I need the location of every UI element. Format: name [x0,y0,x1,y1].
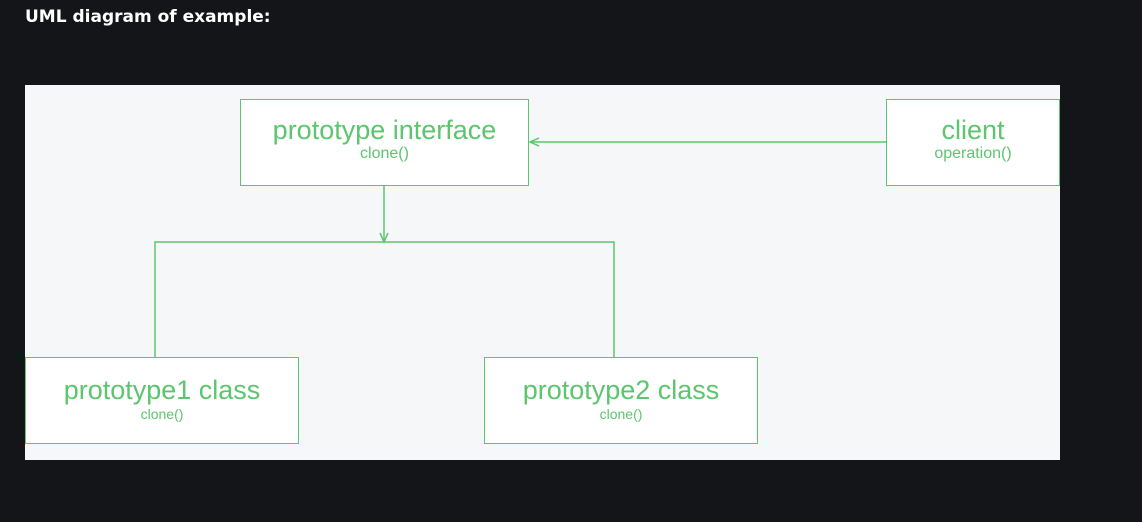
interface-title: prototype interface [272,115,497,145]
prototype2-method: clone() [599,406,643,422]
client-box: client operation() [886,99,1060,186]
uml-diagram: prototype interface clone() client opera… [25,85,1060,460]
prototype-interface-box: prototype interface clone() [240,99,529,186]
prototype1-title: prototype1 class [63,375,261,405]
prototype2-class-box: prototype2 class clone() [484,357,758,444]
section-heading: UML diagram of example: [25,7,271,27]
branch-connector [154,241,615,357]
prototype2-title: prototype2 class [522,375,720,405]
prototype1-class-box: prototype1 class clone() [25,357,299,444]
connector-lines [154,137,886,357]
interface-method: clone() [360,145,409,162]
client-method: operation() [934,145,1012,162]
client-title: client [941,115,1005,145]
prototype1-method: clone() [140,406,184,422]
client-arrowhead [528,137,540,147]
